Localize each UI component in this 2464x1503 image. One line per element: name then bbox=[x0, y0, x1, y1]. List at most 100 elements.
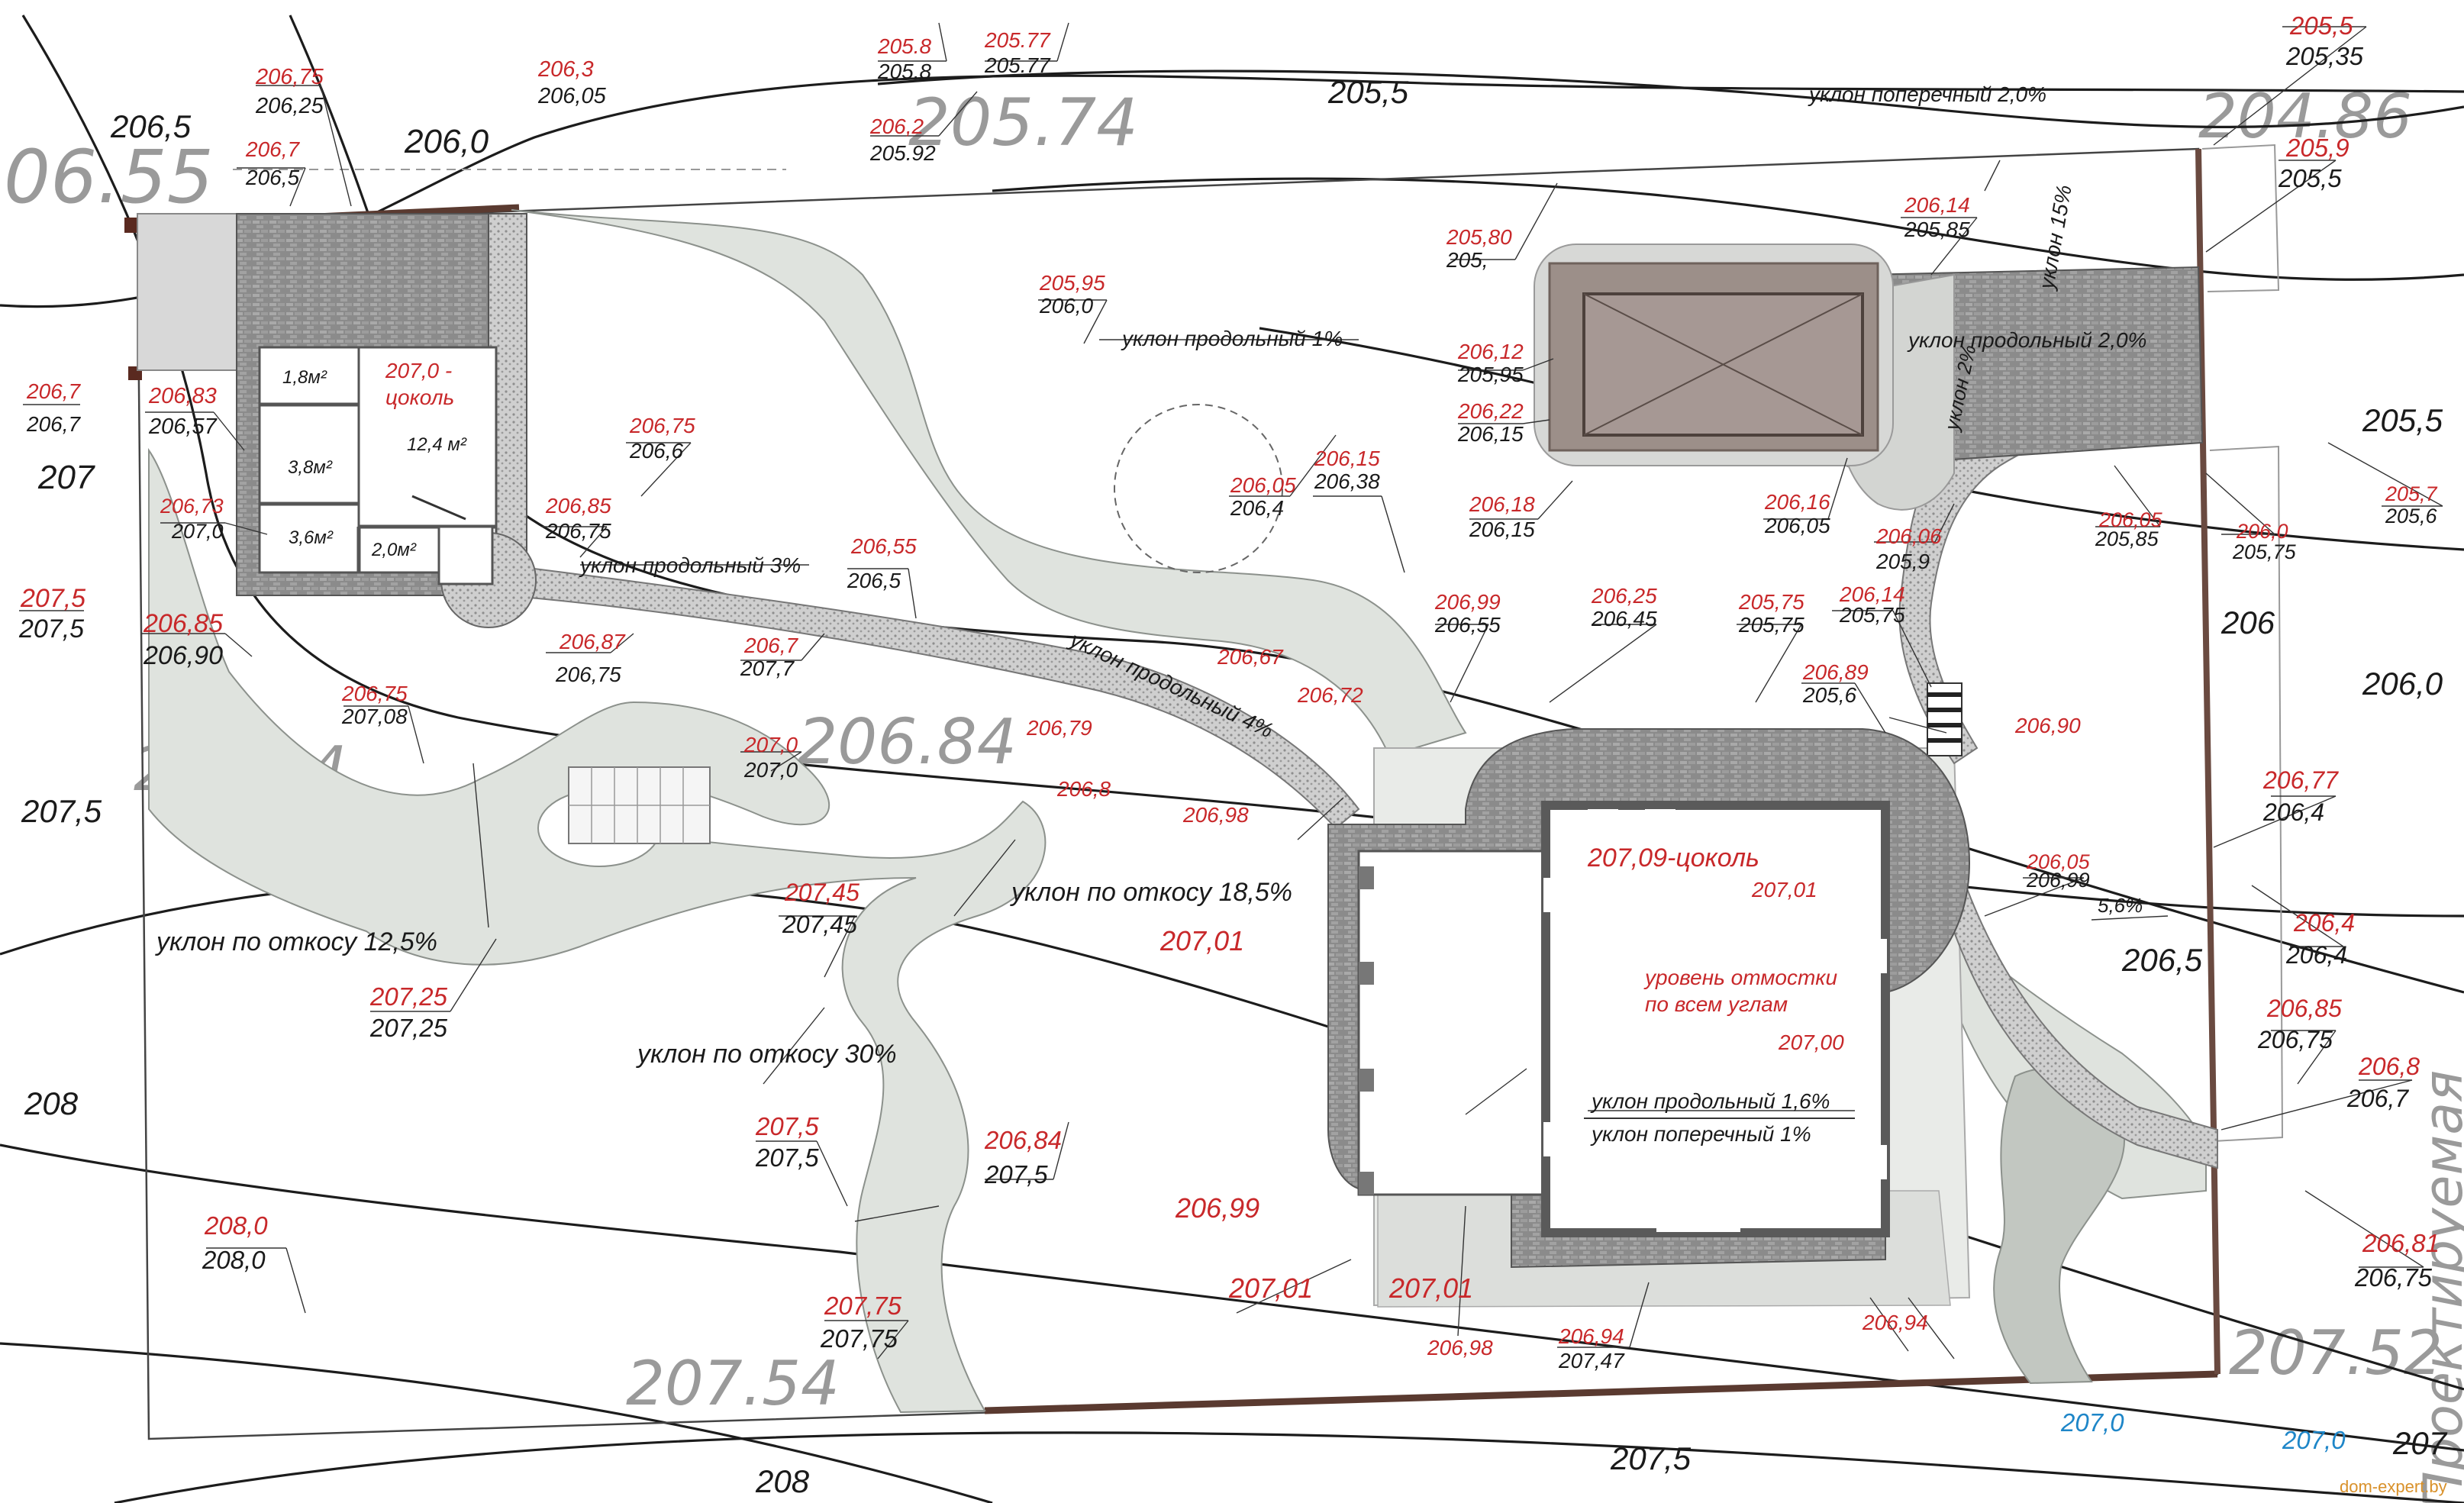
svg-text:206,57: 206,57 bbox=[148, 414, 218, 439]
svg-text:205,5: 205,5 bbox=[2289, 11, 2353, 40]
contour-label: 206,0 bbox=[2362, 666, 2443, 702]
slope-label: уклон продольный 3% bbox=[579, 553, 801, 577]
svg-text:207,25: 207,25 bbox=[369, 1014, 448, 1042]
boundary-mark: 207,0 bbox=[2282, 1426, 2346, 1454]
room-area: 3,6м² bbox=[289, 527, 334, 548]
design-mark: 206,94 bbox=[1862, 1311, 1928, 1334]
svg-text:206,75: 206,75 bbox=[629, 414, 695, 437]
svg-text:206,05: 206,05 bbox=[2098, 508, 2163, 531]
house-note: уровень отмостки bbox=[1643, 966, 1838, 989]
svg-text:206,75: 206,75 bbox=[2257, 1026, 2333, 1053]
design-mark: 207,00 bbox=[1778, 1030, 1844, 1054]
contour-label: 206,5 bbox=[110, 108, 192, 144]
svg-text:207,5: 207,5 bbox=[755, 1143, 819, 1172]
design-mark: 206,98 bbox=[1182, 803, 1249, 827]
design-mark: 206,72 bbox=[1297, 683, 1363, 707]
svg-text:206,4: 206,4 bbox=[2285, 941, 2347, 969]
slope-label: уклон по откосу 30% bbox=[636, 1040, 897, 1069]
svg-text:206,15: 206,15 bbox=[1469, 518, 1535, 541]
house-note: по всем углам bbox=[1645, 992, 1788, 1016]
svg-text:205,5: 205,5 bbox=[2278, 164, 2342, 192]
svg-text:207,0: 207,0 bbox=[743, 733, 798, 756]
svg-text:205,95: 205,95 bbox=[1457, 363, 1524, 386]
svg-text:205,85: 205,85 bbox=[2095, 527, 2159, 550]
svg-text:206,14: 206,14 bbox=[1839, 582, 1905, 606]
contour-label: 205,5 bbox=[1327, 74, 1409, 110]
contour-label: 206,0 bbox=[404, 123, 489, 160]
design-mark: 206,8 bbox=[1056, 777, 1111, 801]
svg-text:206,38: 206,38 bbox=[1314, 469, 1380, 493]
slope-label: уклон по откосу 12,5% bbox=[155, 927, 437, 956]
svg-text:206,55: 206,55 bbox=[850, 534, 917, 558]
svg-text:207,47: 207,47 bbox=[1558, 1349, 1625, 1372]
room-area: 2,0м² bbox=[371, 540, 417, 560]
design-mark: 206,79 bbox=[1026, 716, 1092, 740]
svg-text:206,05: 206,05 bbox=[537, 84, 607, 108]
svg-text:206,7: 206,7 bbox=[2346, 1085, 2409, 1112]
ghost-label: 207.54 bbox=[626, 1348, 840, 1419]
svg-text:206,75: 206,75 bbox=[555, 663, 621, 686]
svg-text:205,7: 205,7 bbox=[2385, 482, 2438, 505]
svg-text:207,5: 207,5 bbox=[755, 1112, 819, 1140]
contour-label: 207,5 bbox=[21, 793, 102, 829]
svg-text:207,75: 207,75 bbox=[820, 1324, 898, 1353]
svg-text:205,9: 205,9 bbox=[2285, 134, 2350, 162]
sauna-plinth-label: цоколь bbox=[385, 385, 454, 409]
contour-label: 208 bbox=[755, 1463, 810, 1499]
svg-text:205,9: 205,9 bbox=[1875, 550, 1930, 573]
contour-label: 207,5 bbox=[1610, 1440, 1692, 1476]
svg-text:206,5: 206,5 bbox=[847, 569, 901, 592]
design-mark: 206,98 bbox=[1427, 1336, 1493, 1359]
mark-leaders bbox=[19, 22, 2443, 1359]
svg-text:207,0: 207,0 bbox=[171, 520, 224, 543]
design-mark: 206,67 bbox=[1217, 645, 1284, 669]
room-area: 12,4 м² bbox=[407, 434, 467, 455]
svg-text:206,2: 206,2 bbox=[869, 114, 924, 138]
contour-label: 205,5 bbox=[2362, 402, 2443, 438]
house-plinth-label: 207,09-цоколь bbox=[1587, 843, 1759, 872]
slope-label: уклон по откосу 18,5% bbox=[1010, 878, 1292, 907]
svg-text:205.77: 205.77 bbox=[984, 53, 1051, 77]
svg-text:207,45: 207,45 bbox=[782, 911, 857, 938]
svg-text:208,0: 208,0 bbox=[204, 1211, 268, 1240]
svg-text:207,5: 207,5 bbox=[18, 614, 84, 643]
svg-text:206,6: 206,6 bbox=[629, 439, 683, 463]
svg-text:206,85: 206,85 bbox=[143, 609, 223, 638]
svg-text:206,5: 206,5 bbox=[245, 166, 299, 189]
slope-label: уклон продольный 1% bbox=[1121, 327, 1343, 350]
watermark: dom-expert.by bbox=[2340, 1477, 2447, 1496]
svg-text:206,4: 206,4 bbox=[1230, 496, 1284, 520]
slope-label: уклон поперечный 2,0% bbox=[1808, 82, 2046, 106]
svg-text:206,22: 206,22 bbox=[1457, 399, 1524, 423]
svg-text:205,35: 205,35 bbox=[2285, 42, 2364, 70]
